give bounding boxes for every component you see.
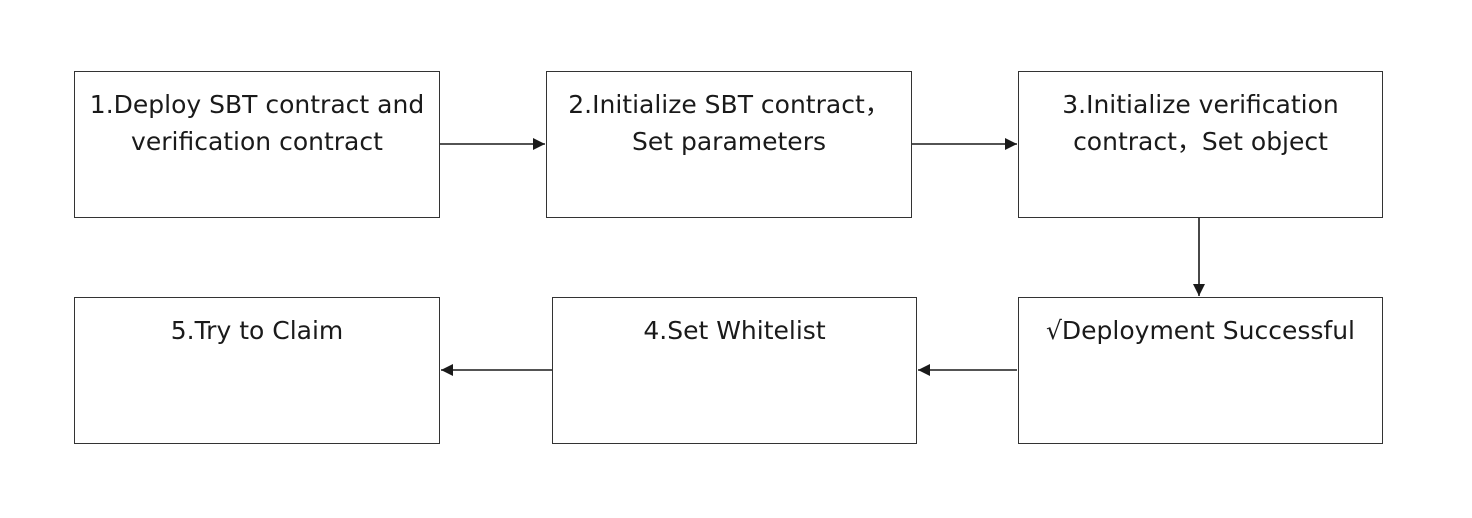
step-2-box: 2.Initialize SBT contract， Set parameter… [546,71,912,218]
step-4-box: 4.Set Whitelist [552,297,917,444]
step-3-text-line-1: 3.Initialize verification [1062,90,1339,119]
step-1-text-line-2: verification contract [131,127,383,156]
step-5-box: 5.Try to Claim [74,297,440,444]
step-3-text-line-2: contract，Set object [1073,127,1328,156]
step-1-box: 1.Deploy SBT contract and verification c… [74,71,440,218]
step-2-text-line-2: Set parameters [631,127,826,156]
step-4-text: 4.Set Whitelist [643,316,826,345]
deployment-successful-box: √Deployment Successful [1018,297,1383,444]
step-1-text-line-1: 1.Deploy SBT contract and [89,90,425,119]
step-3-box: 3.Initialize verification contract，Set o… [1018,71,1383,218]
step-2-text-line-1: 2.Initialize SBT contract， [568,90,890,119]
step-5-text: 5.Try to Claim [170,316,344,345]
deployment-successful-text: √Deployment Successful [1045,316,1356,345]
